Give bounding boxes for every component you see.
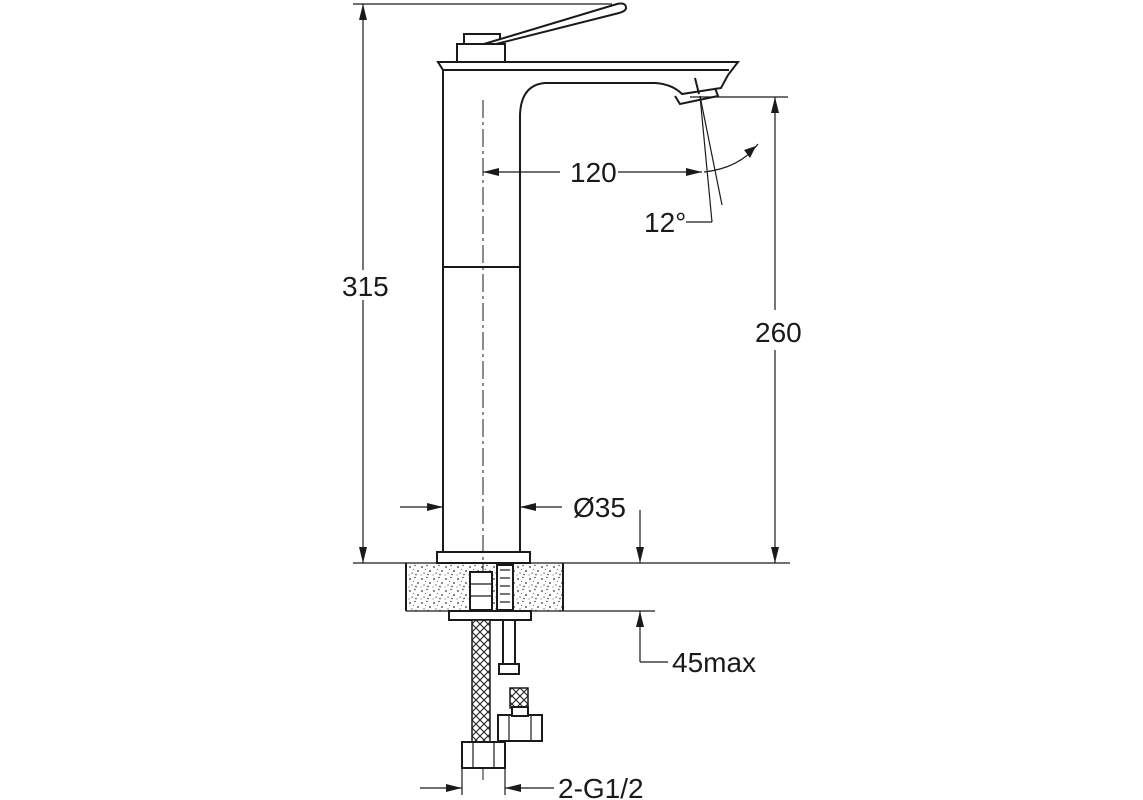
label-deck-thickness: 45max: [672, 647, 756, 678]
label-total-height: 315: [342, 271, 389, 302]
dimension-spout-reach: 120: [483, 157, 702, 188]
dimension-spout-height: 260: [690, 96, 802, 563]
countertop: [353, 562, 790, 612]
label-spout-reach: 120: [570, 157, 617, 188]
label-connection: 2-G1/2: [558, 773, 644, 800]
lever-handle: [456, 2, 628, 63]
label-body-diameter: Ø35: [573, 492, 626, 523]
mounting-assembly: [448, 564, 543, 769]
faucet-body: [436, 61, 741, 564]
dimension-connection: 2-G1/2: [420, 768, 644, 800]
label-spout-angle: 12°: [644, 207, 686, 238]
label-spout-height: 260: [755, 317, 802, 348]
dimension-spout-angle: 12°: [644, 95, 759, 238]
dimension-body-diameter: Ø35: [400, 492, 626, 523]
dimension-total-height: 315: [342, 3, 612, 563]
dimension-deck-thickness: 45max: [636, 510, 756, 678]
